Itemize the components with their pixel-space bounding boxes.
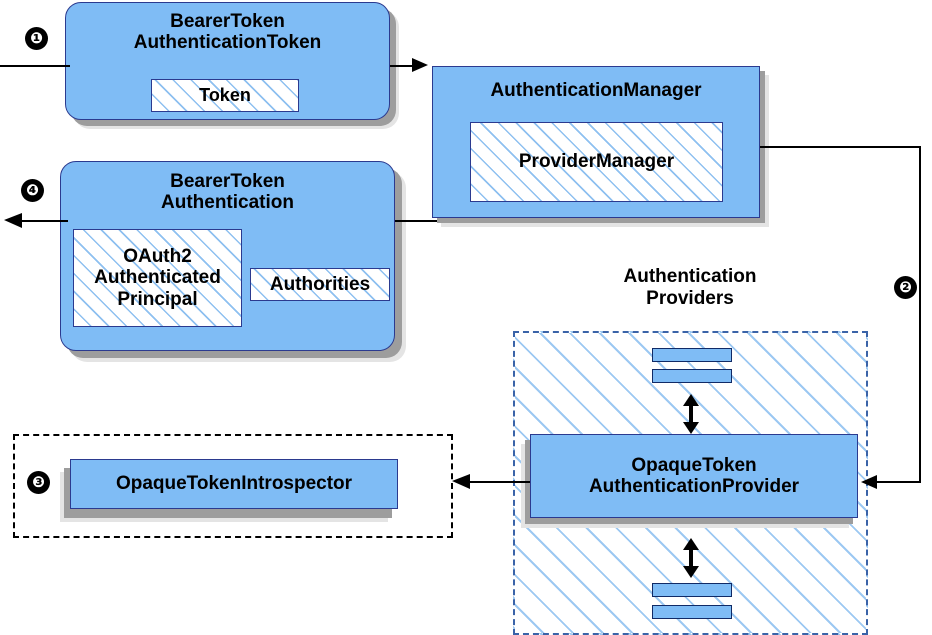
token-to-manager-arrowhead — [412, 58, 428, 72]
provider-manager-inner-box[interactable]: ProviderManager — [470, 122, 723, 202]
token-to-manager-line — [390, 65, 418, 67]
provider-stack-bar-bottom-1 — [652, 583, 732, 597]
authentication-outbound-line — [20, 220, 68, 222]
opaque-token-introspector-title: OpaqueTokenIntrospector — [115, 473, 353, 495]
opaque-token-introspector-node[interactable]: OpaqueTokenIntrospector — [70, 459, 398, 509]
authentication-outbound-arrowhead — [4, 213, 22, 228]
badge-3: ❸ — [27, 471, 50, 494]
request-inbound-line — [0, 65, 70, 67]
bearer-token-authentication-title: BearerToken Authentication — [161, 171, 294, 214]
authorities-inner-box[interactable]: Authorities — [250, 268, 390, 301]
token-inner-box[interactable]: Token — [151, 79, 299, 112]
provider-bottom-double-arrow — [683, 538, 699, 578]
bearer-token-authentication-token-title: BearerToken AuthenticationToken — [133, 11, 322, 54]
provider-top-double-arrow — [683, 394, 699, 434]
manager-to-provider-arrowhead — [861, 475, 877, 489]
authentication-providers-label: Authentication Providers — [623, 266, 757, 310]
bearer-token-authentication-node[interactable]: BearerToken Authentication OAuth2 Authen… — [60, 161, 395, 351]
oauth2-authenticated-principal-inner-box[interactable]: OAuth2 Authenticated Principal — [73, 229, 242, 327]
opaque-token-authentication-provider-node[interactable]: OpaqueToken AuthenticationProvider — [530, 434, 858, 518]
authentication-manager-title: AuthenticationManager — [490, 80, 702, 101]
bearer-token-authentication-token-node[interactable]: BearerToken AuthenticationToken Token — [65, 2, 390, 120]
opaque-token-introspector-container — [13, 434, 453, 538]
badge-4: ❹ — [21, 179, 44, 202]
badge-1: ❶ — [25, 27, 48, 50]
manager-to-provider-line-top — [760, 146, 921, 148]
manager-to-provider-line-vertical — [919, 146, 921, 482]
manager-to-provider-line-bottom — [876, 481, 921, 483]
provider-to-introspector-arrowhead — [452, 474, 470, 489]
provider-to-introspector-line — [468, 481, 530, 483]
provider-stack-bar-top-2 — [652, 369, 732, 383]
provider-stack-bar-top-1 — [652, 348, 732, 362]
opaque-token-authentication-provider-title: OpaqueToken AuthenticationProvider — [588, 454, 800, 497]
badge-2: ❷ — [894, 276, 917, 299]
manager-to-authentication-return-line — [395, 220, 437, 222]
provider-stack-bar-bottom-2 — [652, 605, 732, 619]
authentication-manager-node[interactable]: AuthenticationManager ProviderManager — [432, 66, 760, 218]
